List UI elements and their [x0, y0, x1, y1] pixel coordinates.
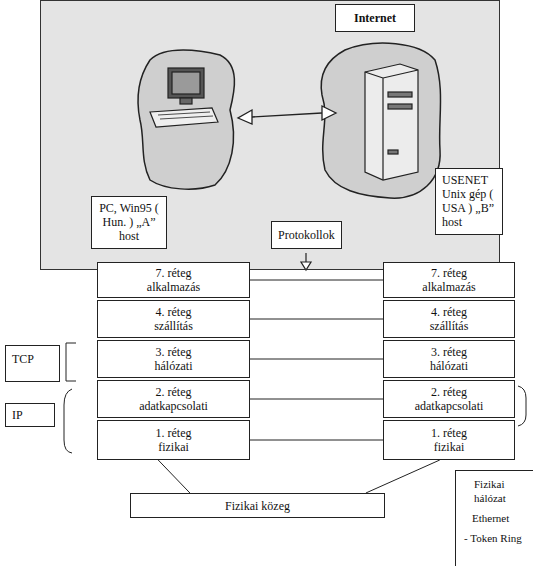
- tcp-bracket: [66, 343, 76, 381]
- host-a-blob: [138, 50, 234, 189]
- node-text: 1. réteg: [388, 426, 510, 440]
- connector-line: [250, 359, 383, 360]
- host-b-blob: [321, 43, 440, 198]
- layer-link: [250, 440, 383, 441]
- node-text: 4. réteg: [102, 305, 245, 319]
- node-subtext: hálózati: [388, 359, 510, 373]
- layer-box: 1. rétegfizikai: [97, 420, 250, 460]
- host-label-box: PC, Win95 ( Hun. ) „A” host: [91, 196, 167, 249]
- connector-line: [250, 280, 383, 281]
- connector-line: [366, 460, 440, 493]
- layer-box: 4. rétegszállítás: [383, 300, 515, 338]
- protocol-label: TCP: [5, 345, 60, 382]
- layer-box: 3. réteghálózati: [97, 340, 250, 378]
- node-text: 7. réteg: [388, 266, 510, 280]
- internet-ground: [40, 0, 500, 270]
- internet-region: InternetPC, Win95 ( Hun. ) „A” hostProto…: [40, 0, 500, 270]
- pc-symbol: [150, 68, 218, 127]
- node-text: IP: [12, 408, 48, 422]
- node-subtext: szállítás: [388, 319, 510, 333]
- connector-line: [250, 399, 383, 400]
- layer-box: 7. rétegalkalmazás: [97, 262, 250, 298]
- node-subtext: alkalmazás: [102, 280, 245, 294]
- node-subtext: fizikai: [102, 440, 245, 454]
- node-text: TCP: [12, 352, 53, 366]
- server-symbol: [365, 64, 418, 180]
- connector-line: [250, 440, 383, 441]
- layer-link: [366, 460, 440, 493]
- node-subtext: Ethernet: [464, 511, 529, 525]
- layer-box: 7. rétegalkalmazás: [383, 262, 515, 298]
- protocol-box: Protokollok: [271, 221, 342, 249]
- layer-box: 4. rétegszállítás: [97, 300, 250, 338]
- protocol-label: IP: [5, 403, 55, 427]
- node-text: Protokollok: [278, 228, 335, 242]
- medium-box: Fizikai közeg: [130, 493, 385, 518]
- layer-box: 3. réteghálózati: [383, 340, 515, 378]
- node-subtext: adatkapcsolati: [102, 399, 245, 413]
- protocol-arrow: [301, 253, 311, 270]
- layer-link: [250, 359, 383, 360]
- layer-link: [158, 460, 190, 493]
- node-text: 2. réteg: [102, 385, 245, 399]
- ip-bracket: [64, 389, 72, 453]
- layer-box: 1. rétegfizikai: [383, 420, 515, 460]
- node-text: Internet: [335, 4, 415, 32]
- connector-line: [250, 319, 383, 320]
- node-subtext: alkalmazás: [388, 280, 510, 294]
- node-subtext: adatkapcsolati: [388, 399, 510, 413]
- right-bracket: [518, 386, 526, 426]
- connector-line: [158, 460, 190, 493]
- layer-box: 2. rétegadatkapcsolati: [383, 380, 515, 418]
- node-text: 1. réteg: [102, 426, 245, 440]
- node-text: Fizikai hálózat: [464, 477, 526, 505]
- node-text: Fizikai közeg: [135, 499, 380, 513]
- node-text: USENET Unix gép ( USA ) „B” host: [442, 173, 496, 229]
- node-text: 3. réteg: [388, 345, 510, 359]
- double-arrow: [238, 106, 336, 124]
- node-text: 2. réteg: [388, 385, 510, 399]
- layer-link: [250, 399, 383, 400]
- node-subtext: fizikai: [388, 440, 510, 454]
- node-text: 3. réteg: [102, 345, 245, 359]
- node-text: 7. réteg: [102, 266, 245, 280]
- network-box: Fizikai hálózatEthernet - Token Ring: [455, 470, 533, 566]
- node-subtext: szállítás: [102, 319, 245, 333]
- layer-link: [250, 319, 383, 320]
- layer-box: 2. rétegadatkapcsolati: [97, 380, 250, 418]
- node-subtext: hálózati: [102, 359, 245, 373]
- host-label-box: USENET Unix gép ( USA ) „B” host: [435, 168, 503, 235]
- node-text: 4. réteg: [388, 305, 510, 319]
- layer-link: [250, 280, 383, 281]
- node-subtext: - Token Ring: [464, 531, 529, 545]
- node-text: PC, Win95 ( Hun. ) „A” host: [98, 201, 160, 243]
